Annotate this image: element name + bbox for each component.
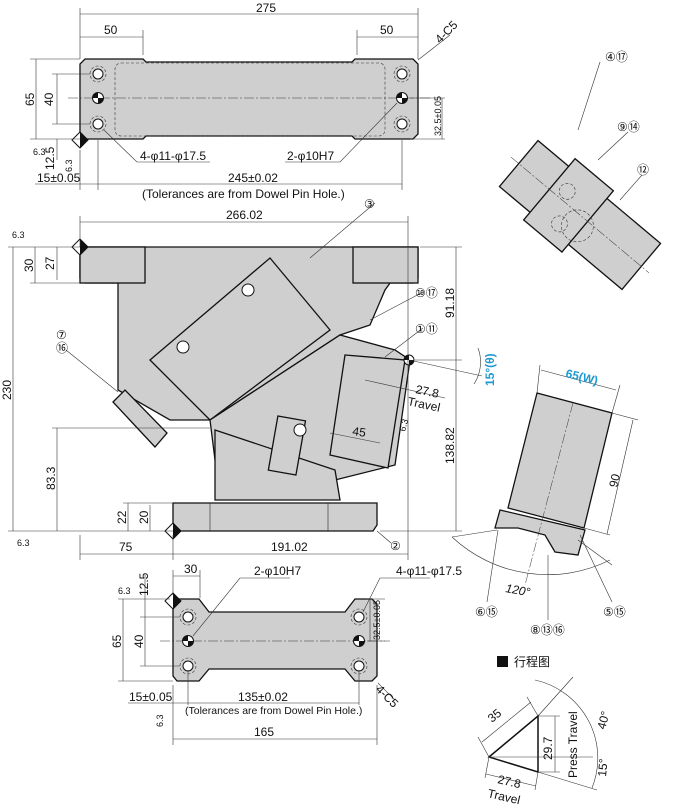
side-view-lower: 65(W) 90 120° ⑥⑮ ⑤⑮ ⑧⑬⑯ [451,364,639,637]
callout-7: ⑦ [56,328,67,342]
width-label: 65(W) [564,366,599,387]
roughness-mark-2: 6.3 [17,538,30,548]
stroke-diagram: 行程图 35 29.7 Press Travel 40° 15° 27.8 Tr… [477,654,613,807]
callout-6-15: ⑥⑮ [475,605,498,619]
bottom-plate [172,598,378,682]
cam-block-side [507,392,613,529]
dim-22: 22 [115,510,129,524]
callout-12: ⑫ [637,163,649,177]
dowel-pin-icon [92,92,408,104]
dowel-pin-icon [182,635,365,647]
dim-15-tol: 15±0.05 [129,690,173,704]
dim-90: 90 [606,472,623,488]
roughness-mark: 6.3 [118,586,131,596]
dim-30: 30 [184,562,198,576]
dim-230: 230 [0,380,14,400]
dim-191-02: 191.02 [271,540,308,554]
dim-12-5: 12.5 [43,146,57,170]
roughness-mark-2: 6.3 [155,714,165,727]
travel-value: 27.8 [496,772,522,791]
tolerance-note: (Tolerances are from Dowel Pin Hole.) [142,187,345,201]
callout-9-14: ⑨⑭ [617,120,640,134]
callout-16: ⑯ [56,341,68,355]
dim-40: 40 [132,634,146,648]
dim-29-7: 29.7 [541,736,555,760]
side-view-upper: ④⑰ ⑨⑭ ⑫ [498,50,662,291]
dim-35: 35 [485,706,504,726]
dim-275: 275 [256,1,276,15]
callout-8-13-16: ⑧⑬⑯ [530,623,565,637]
dim-15-tol: 15±0.05 [37,171,81,185]
callout-4-17: ④⑰ [605,50,628,64]
dim-135-tol: 135±0.02 [238,690,288,704]
slider-block [149,257,331,421]
stroke-triangle [487,714,539,774]
dim-65: 65 [110,634,124,648]
dim-50-left: 50 [104,23,118,37]
dowel-callout: 2-φ10H7 [254,564,301,578]
dim-91-18: 91.18 [443,288,457,318]
dim-32-5-tol: 32.5±0.05 [372,600,382,640]
dim-75: 75 [119,540,133,554]
bottom-view: 30 12.5 65 40 2-φ10H7 4-φ11-φ17.5 32.5±0… [110,562,462,745]
dim-65: 65 [23,92,37,106]
dim-40: 40 [42,92,56,106]
section-marker-icon [497,656,508,667]
dim-20: 20 [137,510,151,524]
dowel-callout: 2-φ10H7 [287,149,334,163]
chamfer-label: 4-C5 [432,18,461,47]
dim-50-right: 50 [380,23,394,37]
callout-2: ② [390,539,401,553]
hole-callout: 4-φ11-φ17.5 [396,564,462,578]
driver-pad [329,354,406,469]
dim-245-tol: 245±0.02 [228,171,278,185]
top-plate [79,58,419,140]
callout-5-15: ⑤⑮ [603,605,626,619]
mounting-holes [89,65,411,133]
dim-138-82: 138.82 [443,427,457,464]
travel-value: 27.8 [414,382,440,401]
angle-120: 120° [504,581,531,599]
dim-12-5: 12.5 [137,572,151,596]
callout-10-17: ⑩⑰ [415,286,438,300]
roughness-mark: 6.3 [12,230,25,240]
angle-15: 15° [595,758,611,777]
roughness-mark: 6.3 [33,147,46,157]
top-view: 275 50 50 4-C5 65 40 12.5 15±0.05 245±0.… [23,1,461,201]
stroke-diagram-title: 行程图 [514,654,550,669]
tolerance-note: (Tolerances are from Dowel Pin Hole.) [185,705,362,717]
base-plate [172,502,378,532]
callout-1-11: ①⑪ [415,322,438,336]
callout-3: ③ [364,197,375,211]
angle-40: 40° [594,709,612,730]
lock-handle [112,389,168,448]
roughness-mark-2: 6.3 [64,159,74,172]
dim-266-02: 266.02 [226,208,263,222]
dim-45: 45 [352,424,367,440]
angle-theta: 15°(θ) [483,353,497,386]
front-view: 266.02 230 30 27 83.3 22 20 75 191.02 91… [0,197,497,560]
press-travel-label: Press Travel [566,711,580,778]
dim-83-3: 83.3 [44,466,58,490]
dim-165: 165 [254,725,274,739]
dim-27: 27 [43,256,57,270]
dim-32-5-tol: 32.5±0.05 [433,96,443,136]
hole-callout: 4-φ11-φ17.5 [140,149,206,163]
travel-label: Travel [406,394,441,415]
roughness-mark-3: 6.3 [397,418,410,433]
dim-30: 30 [22,258,36,272]
